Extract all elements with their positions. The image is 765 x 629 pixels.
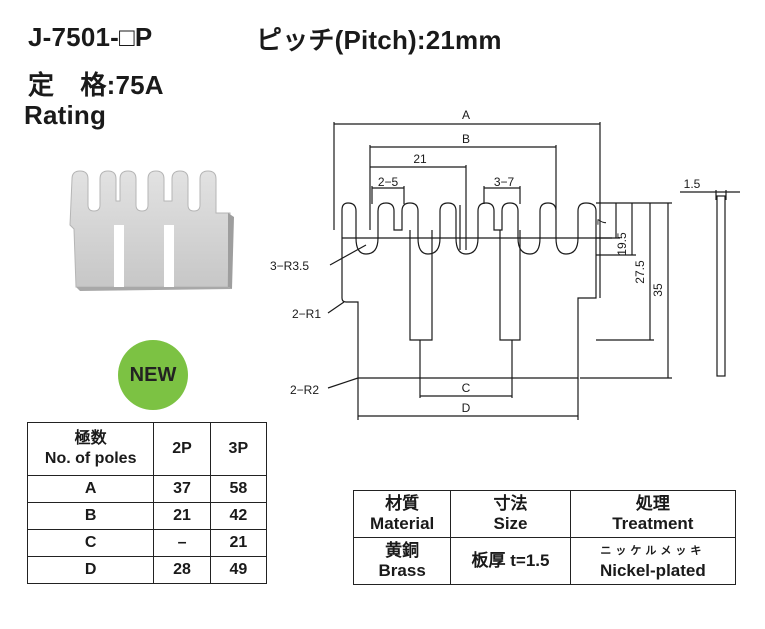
dim-7-label: 7 [595,218,609,225]
dim-35-label: 35 [651,283,665,297]
header-size-en: Size [493,514,528,533]
material-jp: 黄銅 [385,541,420,560]
dim-b-label: B [462,132,470,146]
cell-3p: 42 [209,502,268,530]
radius-note-r2: 2−R2 [290,383,319,397]
header-size-jp: 寸法 [493,494,528,513]
header-3p: 3P [209,422,268,476]
row-label: C [26,529,155,557]
radius-note-r1: 2−R1 [292,307,321,321]
table-header-row: 極数 No. of poles 2P 3P [26,422,268,476]
dim-27-5-label: 27.5 [633,260,647,284]
size-value: 板厚 t=1.5 [450,537,571,585]
rating-label-en: Rating [24,100,107,130]
table-row: A 37 58 [26,475,268,503]
cell-3p: 49 [209,556,268,584]
plate-outline [341,202,597,379]
product-image [69,170,234,291]
new-badge: NEW [118,340,188,410]
treatment-jp: ニッケルメッキ [600,545,706,557]
header-material-en: Material [370,514,435,533]
table-row: C – 21 [26,529,268,557]
header-material-jp: 材質 [385,494,420,513]
cell-2p: 37 [153,475,211,503]
header-2p: 2P [153,422,211,476]
header-treatment: 処理 Treatment [569,490,737,538]
cell-3p: 21 [209,529,268,557]
cell-2p: – [153,529,211,557]
row-label: D [26,556,155,584]
cell-3p: 58 [209,475,268,503]
header-treatment-jp: 処理 [635,494,670,513]
pitch-label: ピッチ(Pitch):21mm [256,25,502,55]
dim-a-label: A [462,108,470,122]
material-en: Brass [378,561,426,580]
header-poles-jp: 極数 [74,430,107,447]
poles-dimension-table: 極数 No. of poles 2P 3P A 37 58 B 21 42 C … [26,422,268,584]
material-value: 黄銅 Brass [352,537,452,585]
rating-label-jp: 定 格:75A [28,70,164,100]
table-row: 黄銅 Brass 板厚 t=1.5 ニッケルメッキ Nickel-plated [352,537,737,585]
dim-c-label: C [462,381,471,395]
header-poles: 極数 No. of poles [26,422,155,476]
treatment-value: ニッケルメッキ Nickel-plated [569,537,737,585]
dim-21-label: 21 [413,152,427,166]
dim-2-5-label: 2−5 [378,175,399,189]
dim-19-5-label: 19.5 [615,232,629,256]
table-row: D 28 49 [26,556,268,584]
header-poles-en: No. of poles [44,450,137,467]
dim-d-label: D [462,401,471,415]
row-label: B [26,502,155,530]
header-treatment-en: Treatment [612,514,694,533]
dim-3-7-label: 3−7 [494,175,515,189]
radius-note-r3-5: 3−R3.5 [270,259,309,273]
dim-1-5-label: 1.5 [684,177,701,191]
model-number: J-7501-□P [28,22,153,52]
material-spec-table: 材質 Material 寸法 Size 処理 Treatment 黄銅 Bras… [352,490,737,585]
header-size: 寸法 Size [450,490,571,538]
table-header-row: 材質 Material 寸法 Size 処理 Treatment [352,490,737,538]
header-material: 材質 Material [352,490,452,538]
row-label: A [26,475,155,503]
table-row: B 21 42 [26,502,268,530]
cell-2p: 21 [153,502,211,530]
cell-2p: 28 [153,556,211,584]
treatment-en: Nickel-plated [599,561,706,580]
